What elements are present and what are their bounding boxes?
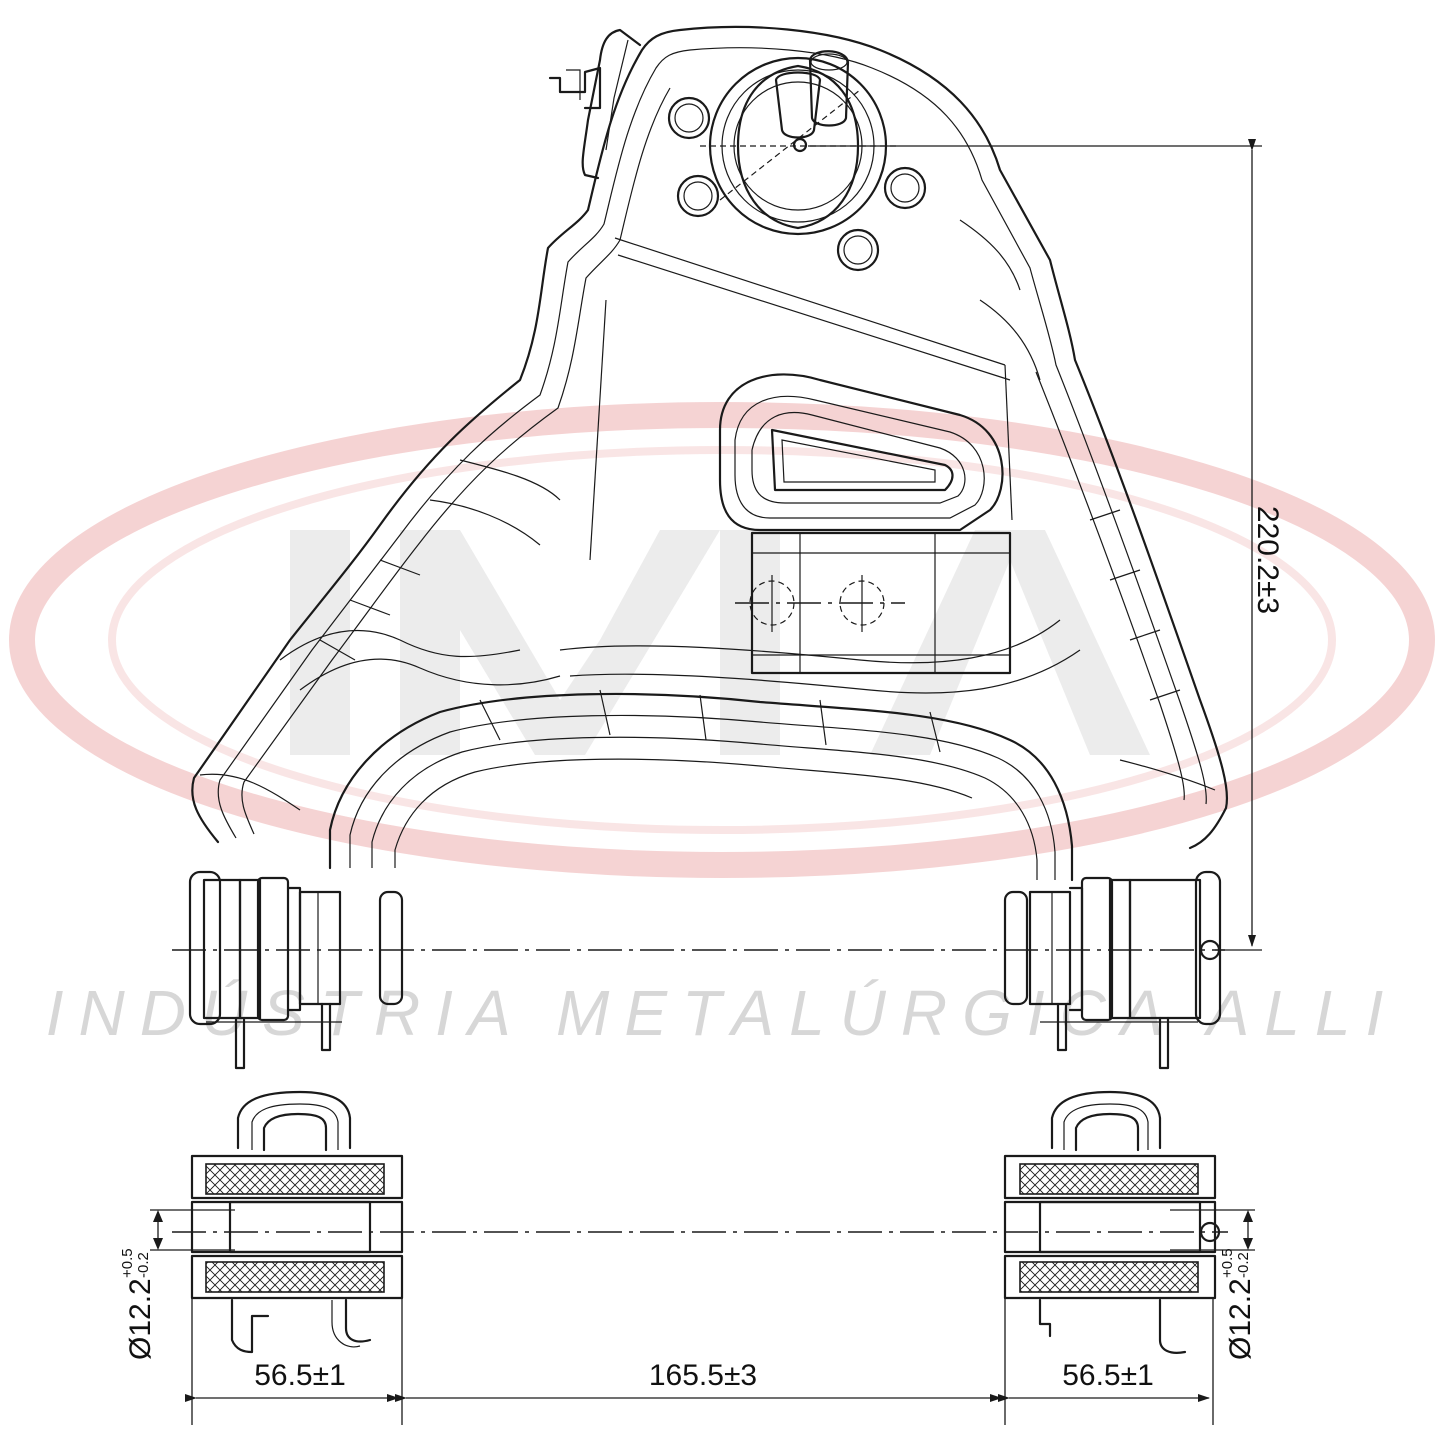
arm-inner-opening bbox=[328, 692, 1074, 882]
bolt-hole bbox=[667, 96, 711, 140]
arm-window bbox=[718, 373, 1004, 532]
mounting-holes bbox=[667, 96, 927, 272]
center-width-label: 165.5±3 bbox=[649, 1359, 757, 1392]
bore-right-tol-lower: -0.2 bbox=[1235, 1252, 1252, 1278]
ball-joint-stud bbox=[774, 71, 822, 139]
bushing-left-section bbox=[150, 1090, 404, 1425]
grease-fitting-clip bbox=[548, 28, 642, 180]
bolt-hole bbox=[676, 174, 720, 218]
control-arm-outline bbox=[191, 25, 1229, 850]
height-dimension-label: 220.2±3 bbox=[1251, 506, 1284, 614]
bore-diameter-right: Ø12.2 +0.5 -0.2 bbox=[1219, 1248, 1257, 1360]
bore-left-tol-lower: -0.2 bbox=[135, 1252, 152, 1278]
bore-left-label: Ø12.2 bbox=[124, 1278, 157, 1360]
ball-joint bbox=[700, 50, 900, 236]
bore-left-tol-upper: +0.5 bbox=[119, 1248, 136, 1278]
bolt-hole bbox=[883, 166, 927, 210]
bore-right-label: Ø12.2 bbox=[1224, 1278, 1257, 1360]
watermark-logo: INDÚSTRIA METALÚRGICA ALLI bbox=[9, 402, 1435, 1049]
bump-stop bbox=[735, 531, 1012, 675]
bore-diameter-left: Ø12.2 +0.5 -0.2 bbox=[119, 1248, 157, 1360]
width-dimensions: 56.5±1 165.5±3 56.5±1 bbox=[185, 1359, 1210, 1402]
bore-right-tol-upper: +0.5 bbox=[1219, 1248, 1236, 1278]
bushing-left-front bbox=[188, 870, 404, 1070]
watermark-monogram bbox=[290, 530, 1150, 755]
bolt-hole bbox=[836, 228, 880, 272]
bushing-right-section bbox=[1003, 1090, 1255, 1425]
watermark-ring-inner bbox=[108, 446, 1336, 834]
control-arm bbox=[191, 25, 1229, 882]
left-width-label: 56.5±1 bbox=[254, 1359, 346, 1392]
bushing-right-front bbox=[1003, 870, 1222, 1070]
height-dimension: 220.2±3 bbox=[808, 139, 1284, 951]
right-width-label: 56.5±1 bbox=[1062, 1359, 1154, 1392]
